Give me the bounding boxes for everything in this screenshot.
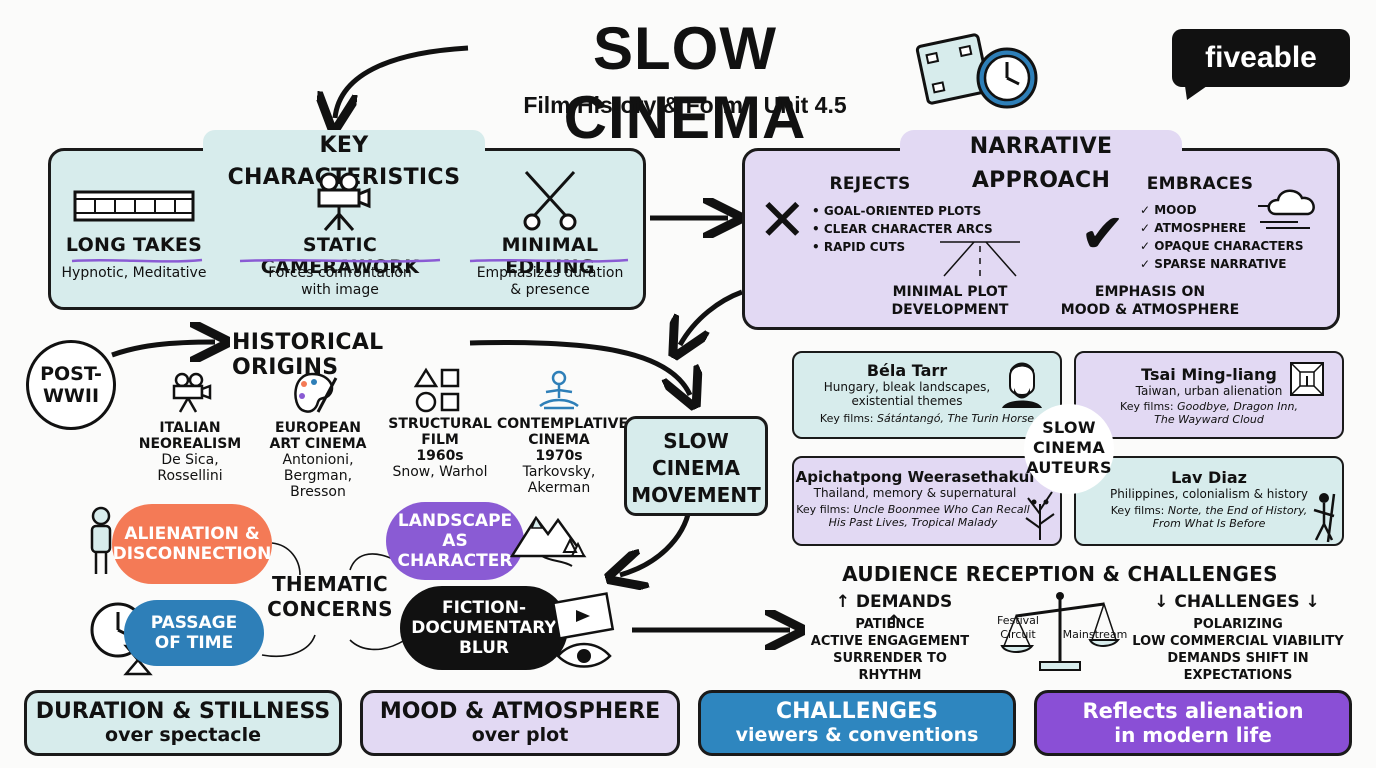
auteur-desc: Taiwan, urban alienation (1135, 384, 1283, 398)
footer-reflects-alienation: Reflects alienation in modern life (1034, 690, 1352, 756)
demand-item: SURRENDER TO RHYTHM (833, 651, 947, 683)
key-characteristics-heading: KEY CHARACTERISTICS (203, 130, 485, 190)
narrative-approach-heading: NARRATIVE APPROACH (900, 130, 1182, 193)
page-subtitle: Film History & Form - Unit 4.5 (523, 92, 847, 118)
shapes-icon (413, 367, 460, 413)
embraces-list: ✓ MOOD ✓ ATMOSPHERE ✓ OPAQUE CHARACTERS … (1140, 201, 1340, 273)
film-reel-clock-icon (915, 33, 1038, 109)
auteur-films: Key films: Goodbye, Dragon Inn,The Waywa… (1120, 400, 1298, 426)
balance-scale-icon (1000, 592, 1121, 671)
narrative-approach-panel (742, 148, 1340, 330)
embrace-check-icon: ✔ (1080, 202, 1126, 265)
auteur-name: Béla Tarr (866, 361, 948, 380)
challenge-item: LOW COMMERCIAL VIABILITY (1132, 634, 1344, 649)
auteur-films: Key films: Norte, the End of History,Fro… (1110, 504, 1308, 530)
long-takes-desc: Hypnotic, Meditative (61, 265, 207, 281)
auteur-desc: Philippines, colonialism & history (1109, 487, 1309, 501)
reject-x-icon: ✕ (758, 186, 807, 254)
demands-label: ↑ DEMANDS ↑ (835, 592, 953, 632)
brand-logo-text: fiveable (1205, 41, 1317, 74)
camera-tripod-icon (317, 172, 371, 231)
auteur-name: Apichatpong Weerasethakul (795, 468, 1035, 486)
audience-heading: AUDIENCE RECEPTION & CHALLENGES (842, 562, 1278, 586)
alienation-bubble: ALIENATION &DISCONNECTION (112, 504, 272, 584)
auteur-desc: Hungary, bleak landscapes,existential th… (823, 380, 991, 408)
long-takes-label: LONG TAKES (65, 234, 203, 256)
page-title: SLOW CINEMA (563, 15, 807, 151)
embrace-item: ✓ ATMOSPHERE (1140, 221, 1247, 235)
reject-item: • RAPID CUTS (812, 240, 906, 254)
demand-item: PATIENCE (855, 617, 925, 632)
footer-duration-stillness: DURATION & STILLNESS over spectacle (24, 690, 342, 756)
embrace-item: ✓ SPARSE NARRATIVE (1140, 257, 1287, 271)
challenges-label: ↓ CHALLENGES ↓ (1154, 592, 1320, 612)
reject-item: • CLEAR CHARACTER ARCS (812, 222, 993, 236)
auteur-card-apichatpong: Apichatpong Weerasethakul Thailand, memo… (792, 456, 1062, 546)
static-camerawork-desc2: with image (301, 282, 379, 298)
demands-list: PATIENCE ACTIVE ENGAGEMENT SURRENDER TO … (800, 616, 980, 684)
auteur-card-lav-diaz: Lav Diaz Philippines, colonialism & hist… (1074, 456, 1344, 546)
embrace-item: ✓ MOOD (1140, 203, 1197, 217)
meditation-icon (539, 370, 579, 410)
embrace-item: ✓ OPAQUE CHARACTERS (1140, 239, 1304, 253)
mountains-icon (509, 515, 587, 567)
bela-tarr-portrait-icon (1002, 362, 1042, 408)
auteur-films: Key films: Sátántangó, The Turin Horse (819, 412, 1035, 425)
mainstream-label: Mainstream (1062, 628, 1128, 641)
minimal-editing-desc1: Emphasizes duration (476, 265, 624, 281)
static-camerawork-desc1: Forces confrontation (268, 265, 412, 281)
movie-camera-icon (172, 372, 212, 413)
person-icon (90, 506, 112, 574)
reject-item: • GOAL-ORIENTED PLOTS (812, 204, 982, 218)
figure-with-staff-icon (1313, 493, 1336, 543)
road-perspective-icon (940, 241, 1020, 277)
scissors-icon (523, 170, 577, 231)
tsai-corridor-icon (1290, 362, 1324, 396)
static-camerawork-underline (239, 258, 441, 263)
long-takes-underline (71, 258, 203, 263)
challenge-item: DEMANDS SHIFT IN EXPECTATIONS (1167, 651, 1309, 683)
cloud-wind-icon (1258, 189, 1315, 229)
demand-item: ACTIVE ENGAGEMENT (810, 634, 970, 649)
minimal-editing-desc2: & presence (510, 282, 590, 298)
auteur-desc: Thailand, memory & supernatural (813, 486, 1017, 500)
brand-logo: fiveable (1172, 29, 1350, 87)
footer-challenges: CHALLENGES viewers & conventions (698, 690, 1016, 756)
embraces-label: EMBRACES (1146, 174, 1254, 194)
post-wwii-badge: POST-WWII (26, 340, 116, 430)
challenge-item: POLARIZING (1193, 617, 1283, 632)
challenges-list: POLARIZING LOW COMMERCIAL VIABILITY DEMA… (1118, 616, 1358, 684)
jungle-spirit-icon (1025, 491, 1055, 540)
auteur-name: Tsai Ming-liang (1141, 365, 1277, 384)
minimal-editing-underline (469, 258, 629, 263)
brand-logo-tail (1185, 86, 1207, 100)
footer-mood-atmosphere: MOOD & ATMOSPHERE over plot (360, 690, 680, 756)
historical-origins-heading: HISTORICAL ORIGINS (232, 330, 384, 380)
auteur-name: Lav Diaz (1171, 468, 1247, 487)
film-strip-icon (73, 190, 195, 222)
film-eye-icon (551, 592, 615, 668)
rejects-label: REJECTS (829, 174, 911, 194)
rejects-list: • GOAL-ORIENTED PLOTS • CLEAR CHARACTER … (812, 202, 1012, 256)
palette-icon (294, 372, 338, 413)
